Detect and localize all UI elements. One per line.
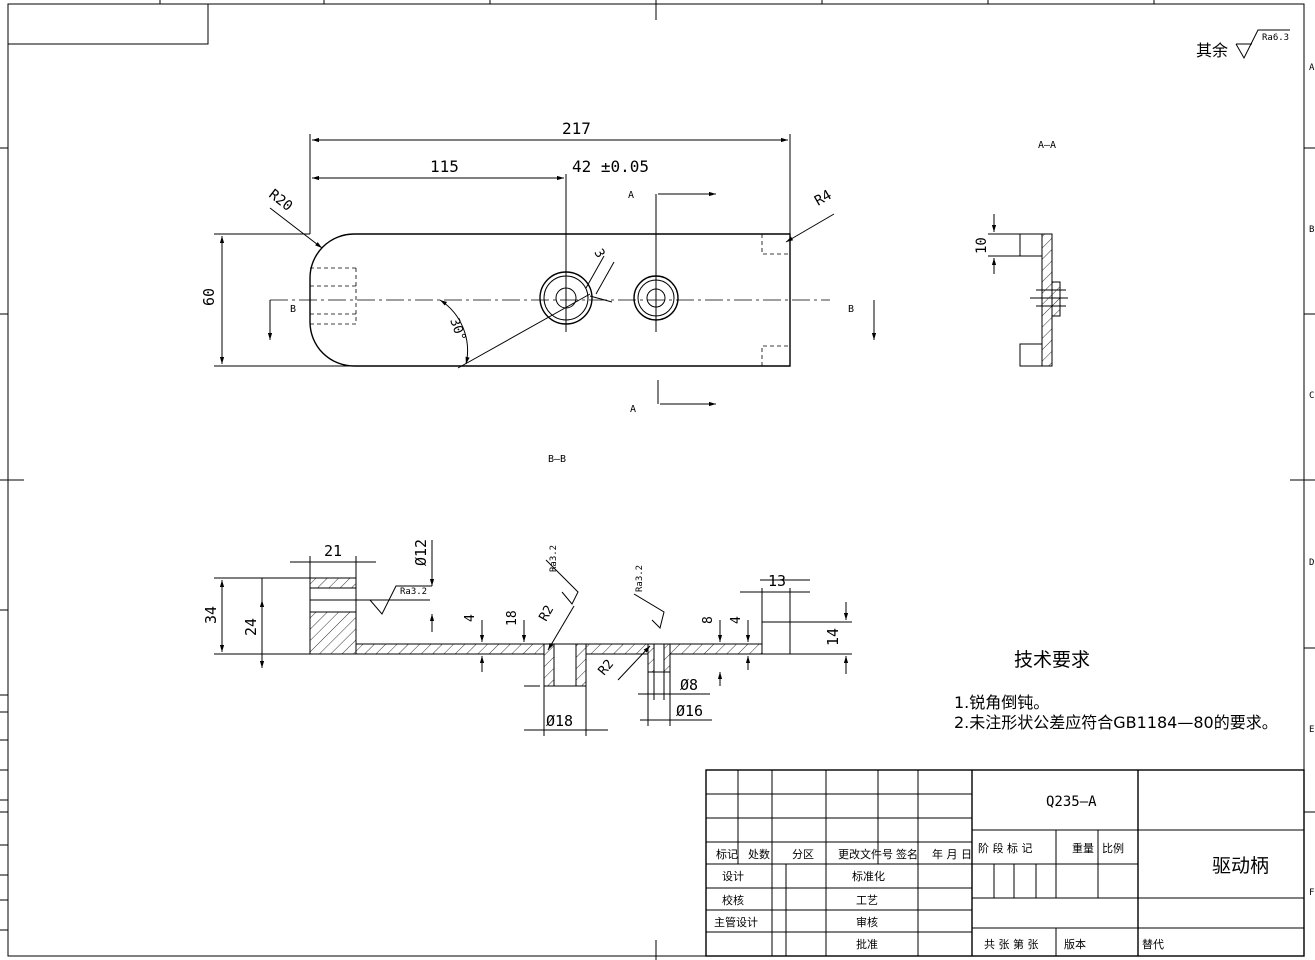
- dia-16: Ø16: [676, 702, 703, 720]
- section-b-label-right: B: [848, 304, 854, 315]
- sheets-label: 共 张 第 张: [984, 937, 1039, 951]
- radius-r2-left: R2: [536, 603, 557, 624]
- dim-18: 18: [505, 610, 520, 626]
- scale-label: 比例: [1102, 841, 1124, 855]
- dia-18: Ø18: [546, 712, 573, 730]
- roughness-note-value: Ra6.3: [1262, 33, 1289, 43]
- dim-60: 60: [200, 288, 218, 306]
- header-date: 年 月 日: [932, 847, 972, 861]
- section-aa-title: A—A: [1038, 140, 1056, 151]
- replace-label: 替代: [1142, 937, 1164, 951]
- dim-42-tolerance: 42 ±0.05: [572, 157, 649, 176]
- dia-12: Ø12: [412, 539, 430, 566]
- zone-letter-d: D: [1309, 558, 1314, 568]
- side-view-aa: A—A 10: [974, 140, 1068, 367]
- section-bb-title: B—B: [548, 454, 566, 465]
- header-mark: 标记: [716, 847, 738, 861]
- section-a-label-top: A: [628, 190, 634, 201]
- header-count: 处数: [748, 848, 770, 861]
- roughness-mid: Ra3.2: [549, 545, 559, 572]
- zone-letter-b: B: [1309, 225, 1314, 235]
- row-approve: 批准: [856, 937, 878, 951]
- dim-14: 14: [824, 628, 842, 646]
- radius-r4: R4: [812, 187, 835, 209]
- header-doc-no: 更改文件号: [838, 847, 893, 861]
- dim-4-left: 4: [463, 614, 478, 622]
- material-value: Q235—A: [1046, 794, 1097, 810]
- roughness-note-label: 其余: [1196, 41, 1228, 60]
- version-label: 版本: [1064, 937, 1086, 951]
- tech-req-title: 技术要求: [1014, 649, 1090, 671]
- dim-34: 34: [202, 606, 220, 624]
- row-check: 校核: [722, 893, 744, 907]
- dim-217: 217: [562, 119, 591, 138]
- dim-8: 8: [701, 616, 716, 624]
- zone-letter-c: C: [1309, 391, 1314, 401]
- row-standardization: 标准化: [852, 869, 885, 883]
- dim-4-right: 4: [729, 616, 744, 624]
- dim-3: 3: [591, 247, 608, 261]
- row-review: 审核: [856, 915, 878, 929]
- dia-8: Ø8: [680, 676, 698, 694]
- tech-req-item-2: 2.未注形状公差应符合GB1184—80的要求。: [954, 713, 1278, 732]
- dim-10: 10: [974, 237, 990, 254]
- part-name: 驱动柄: [1212, 855, 1269, 877]
- technical-requirements: 技术要求 1.锐角倒钝。 2.未注形状公差应符合GB1184—80的要求。: [954, 649, 1278, 732]
- radius-r2-right: R2: [596, 657, 618, 679]
- row-craft: 工艺: [856, 894, 878, 907]
- section-view-bb: B—B 21 Ø12 3: [202, 454, 852, 736]
- top-view: 217 115 42 ±0.05 A A B B 60 R20 R4 3: [200, 119, 877, 415]
- zone-letter-e: E: [1309, 725, 1314, 735]
- dim-21: 21: [324, 542, 342, 560]
- header-sign: 签名: [896, 847, 918, 861]
- radius-r20: R20: [266, 187, 296, 215]
- zone-letter-f: F: [1309, 888, 1314, 898]
- angle-30: 30°: [446, 316, 468, 343]
- zone-letter-a: A: [1309, 63, 1315, 73]
- dim-115: 115: [430, 157, 459, 176]
- roughness-right: Ra3.2: [635, 565, 645, 592]
- weight-label: 重量: [1072, 841, 1094, 855]
- roughness-left: Ra3.2: [400, 587, 427, 597]
- dim-13: 13: [768, 572, 786, 590]
- dim-24: 24: [242, 618, 260, 636]
- roughness-note: 其余 Ra6.3: [1196, 29, 1290, 60]
- title-block: Q235—A 驱动柄 标记 处数 分区 更改文件号 签名 年 月 日 设计 校核…: [705, 769, 1305, 957]
- tech-req-item-1: 1.锐角倒钝。: [954, 693, 1049, 712]
- row-chief-design: 主管设计: [714, 915, 758, 929]
- header-zone: 分区: [792, 848, 814, 861]
- row-design: 设计: [722, 870, 744, 883]
- zone-letters: A B C D E F: [1309, 63, 1315, 898]
- section-a-label-bottom: A: [630, 404, 636, 415]
- stage-mark-label: 阶 段 标 记: [978, 841, 1033, 855]
- section-b-label-left: B: [290, 304, 296, 315]
